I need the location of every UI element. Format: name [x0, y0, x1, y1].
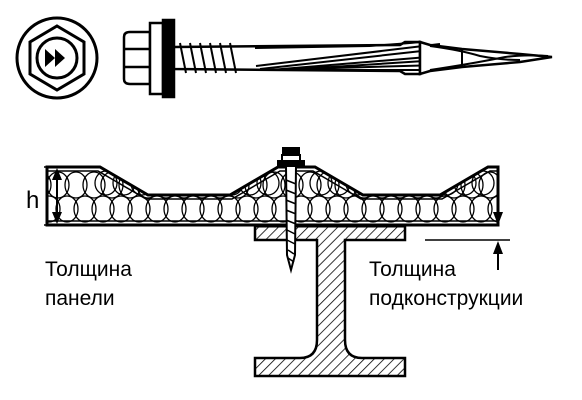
insulation-loop [478, 171, 498, 199]
insulation-loop [91, 195, 115, 223]
insulation-loop [184, 170, 208, 196]
insulation-loop [309, 170, 333, 196]
insulation-loop [217, 195, 241, 223]
insulation-loop [361, 195, 385, 223]
insulation-loop [417, 170, 441, 196]
insulation-loop [148, 170, 172, 196]
insulation-loop [397, 195, 421, 223]
dimension-h [44, 166, 100, 226]
insulation-loop [94, 170, 118, 196]
insulation-loop [487, 195, 498, 223]
screw-head-top-view [15, 16, 99, 100]
substructure-thickness-line-2: подконструкции [369, 287, 524, 310]
insulation-loop [298, 171, 322, 199]
insulation-loop [307, 195, 331, 223]
substructure-thickness-label: Толщина подконструкции [369, 257, 523, 311]
screw-side-view [122, 18, 553, 99]
insulation-loop [181, 195, 205, 223]
insulation-loop [381, 170, 405, 196]
insulation-loop [73, 195, 97, 223]
insulation-loop [220, 170, 244, 196]
insulation-loop [235, 195, 259, 223]
insulation-loop [47, 171, 52, 199]
panel-thickness-line-1: Толщина [45, 258, 132, 281]
insulation-loop [145, 195, 169, 223]
insulation-loop [325, 195, 349, 223]
screw-installed [277, 147, 305, 274]
insulation-loop [399, 170, 423, 196]
insulation-loop [199, 195, 223, 223]
insulation-loop [82, 171, 106, 199]
substructure-thickness-line-1: Толщина [369, 258, 456, 281]
insulation-loop [379, 195, 403, 223]
insulation-loop [363, 170, 387, 196]
insulation-loop [469, 195, 493, 223]
insulation-loop [163, 195, 187, 223]
insulation-loop [202, 170, 226, 196]
insulation-loop [47, 195, 61, 223]
sandwich-panel [45, 165, 500, 227]
insulation-loop [471, 170, 495, 196]
insulation-loop [433, 195, 457, 223]
panel-thickness-line-2: панели [45, 287, 115, 310]
insulation-loop [253, 195, 277, 223]
panel-thickness-label: Толщина панели [45, 257, 132, 311]
insulation-loop [166, 170, 190, 196]
insulation-loop [451, 195, 475, 223]
insulation-loop [415, 195, 439, 223]
insulation-loop [262, 171, 286, 199]
dimension-substructure [425, 195, 510, 270]
insulation-loop [64, 171, 88, 199]
insulation-loop [343, 195, 367, 223]
insulation-loop [109, 195, 133, 223]
i-beam-substructure [253, 224, 407, 378]
height-label: h [26, 187, 40, 214]
insulation-loop [127, 195, 151, 223]
